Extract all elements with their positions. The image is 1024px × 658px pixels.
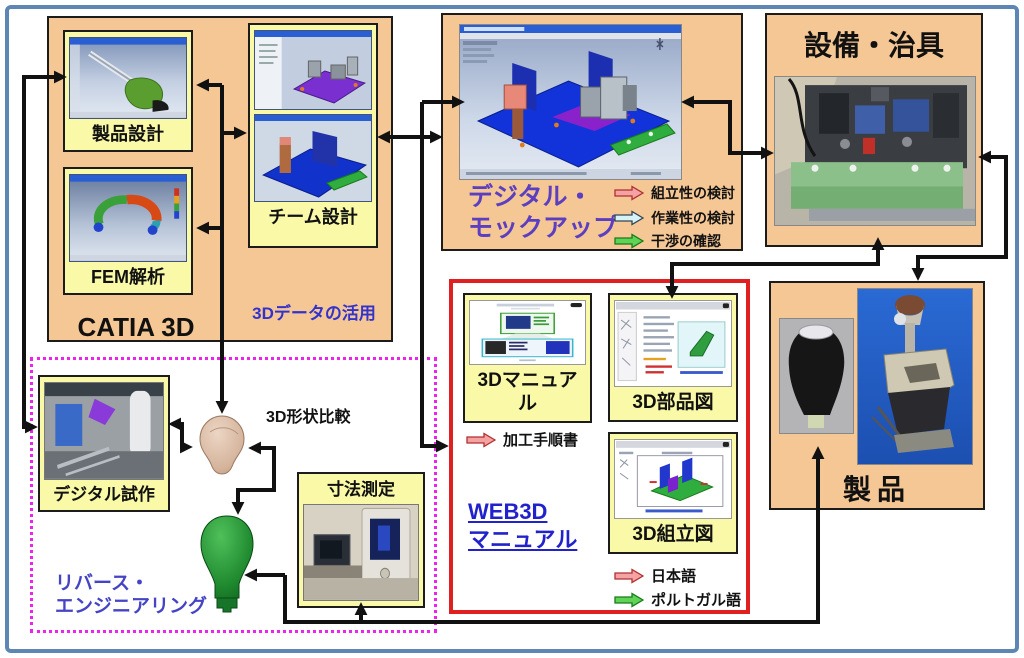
reverse-engineering-title: リバース・ エンジニアリング bbox=[55, 572, 207, 618]
assembly-page-image bbox=[615, 440, 731, 519]
team-design-label: チーム設計 bbox=[268, 207, 358, 227]
language-portuguese-row: ポルトガル語 bbox=[614, 589, 741, 610]
product-design-box: 製品設計 bbox=[63, 30, 193, 152]
digital-mockup-title-line2: モックアップ bbox=[468, 214, 619, 242]
3d-parts-box: 3D部品図 bbox=[608, 293, 738, 422]
equipment-title: 設備・治具 bbox=[803, 30, 944, 61]
reverse-engineering-title-line2: エンジニアリング bbox=[55, 596, 208, 617]
jig-machine-image bbox=[775, 77, 975, 225]
fem-box: FEM解析 bbox=[63, 167, 193, 295]
3d-manual-screenshot bbox=[469, 300, 586, 365]
process-doc-row: 加工手順書 bbox=[466, 429, 578, 450]
digital-prototype-label: デジタル試作 bbox=[53, 484, 155, 504]
legend-workability-check: 作業性の検討 bbox=[614, 208, 735, 228]
team-design-screenshot-2 bbox=[254, 114, 372, 202]
shape-compare-label: 3D形状比較 bbox=[266, 409, 351, 426]
fem-screenshot bbox=[69, 174, 187, 262]
prototype-machine-image bbox=[45, 383, 163, 479]
3d-assembly-box: 3D組立図 bbox=[608, 432, 738, 554]
team-design-screenshot-1 bbox=[254, 30, 372, 110]
3d-manual-label: 3Dマニュアル bbox=[477, 369, 578, 415]
product-design-label: 製品設計 bbox=[92, 123, 164, 144]
3d-assembly-screenshot bbox=[614, 439, 732, 520]
web3d-link-line1[interactable]: WEB3D bbox=[468, 499, 548, 524]
fixture-cad-image-1 bbox=[255, 31, 371, 109]
black-knob-image bbox=[780, 319, 853, 433]
process-doc-label: 加工手順書 bbox=[503, 432, 579, 449]
cmm-machine-image bbox=[304, 505, 418, 600]
language-portuguese-label: ポルトガル語 bbox=[651, 592, 742, 609]
measurement-box: 寸法測定 bbox=[297, 472, 425, 608]
legend-assembly-check: 組立性の検討 bbox=[614, 183, 735, 203]
legend-interference-check-label: 干渉の確認 bbox=[651, 233, 721, 249]
manual-page-image bbox=[470, 301, 585, 364]
reverse-engineering-title-line1: リバース・ bbox=[55, 573, 150, 594]
green-knob-model-image bbox=[200, 515, 254, 613]
3d-manual-box: 3Dマニュアル bbox=[463, 293, 592, 423]
legend-assembly-check-label: 組立性の検討 bbox=[651, 185, 735, 201]
mockup-cad-image bbox=[460, 25, 681, 179]
digital-mockup-title-line1: デジタル・ bbox=[468, 183, 593, 211]
3d-parts-screenshot bbox=[614, 300, 732, 388]
language-japanese-label: 日本語 bbox=[651, 568, 697, 585]
product-title: 製品 bbox=[842, 474, 911, 505]
green-block-arrow-icon bbox=[614, 233, 644, 249]
catia-group-title: CATIA 3D bbox=[77, 312, 195, 342]
digital-prototype-box: デジタル試作 bbox=[38, 375, 170, 512]
shifter-assembly-photo bbox=[857, 288, 973, 465]
equipment-photo bbox=[774, 76, 976, 226]
pink-block-arrow-icon bbox=[614, 567, 644, 584]
assembly-image bbox=[858, 289, 972, 464]
product-design-screenshot bbox=[69, 37, 187, 119]
fixture-cad-image-2 bbox=[255, 115, 371, 201]
digital-mockup-title: デジタル・ モックアップ bbox=[468, 182, 618, 244]
web3d-link[interactable]: WEB3D マニュアル bbox=[468, 498, 577, 554]
green-block-arrow-icon bbox=[614, 591, 644, 608]
measurement-photo bbox=[303, 504, 419, 601]
catia-window-image bbox=[70, 38, 186, 118]
scanned-knob-image bbox=[199, 415, 245, 475]
fem-label: FEM解析 bbox=[91, 266, 165, 287]
legend-interference-check: 干渉の確認 bbox=[614, 231, 721, 251]
parts-page-image bbox=[615, 301, 731, 387]
cyan-block-arrow-icon bbox=[614, 210, 644, 226]
shift-knob-photo bbox=[779, 318, 854, 434]
web3d-link-line2[interactable]: マニュアル bbox=[468, 527, 578, 552]
3d-parts-label: 3D部品図 bbox=[632, 392, 714, 414]
language-japanese-row: 日本語 bbox=[614, 565, 696, 586]
digital-prototype-photo bbox=[44, 382, 164, 480]
digital-mockup-screenshot bbox=[459, 24, 682, 180]
team-design-box: チーム設計 bbox=[248, 23, 378, 248]
3d-assembly-label: 3D組立図 bbox=[632, 524, 714, 546]
pink-block-arrow-icon bbox=[614, 185, 644, 201]
legend-workability-check-label: 作業性の検討 bbox=[651, 210, 735, 226]
pink-block-arrow-icon bbox=[466, 431, 496, 448]
measurement-label: 寸法測定 bbox=[327, 480, 395, 499]
fem-result-image bbox=[70, 175, 186, 261]
3d-data-note: 3Dデータの活用 bbox=[252, 304, 376, 323]
